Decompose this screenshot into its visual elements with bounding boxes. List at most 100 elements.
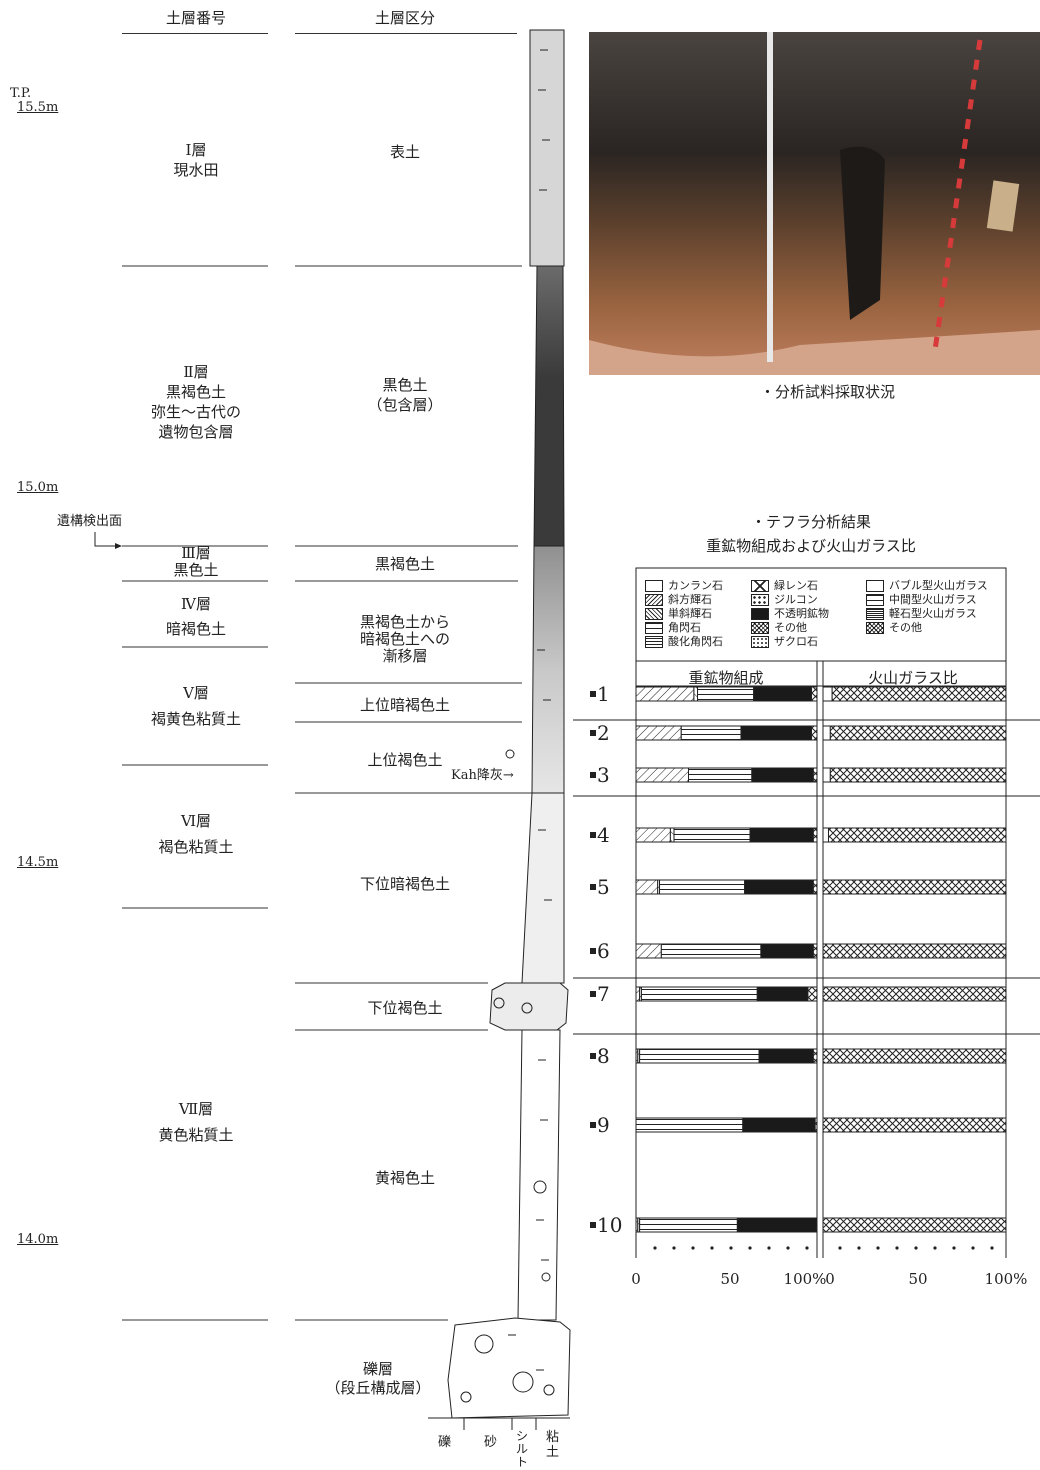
volcanic-glass-bar xyxy=(831,686,1007,702)
dot-mark xyxy=(805,1246,809,1250)
layer-division: 上位褐色土 xyxy=(367,751,443,769)
x-tick: 100% xyxy=(984,1270,1028,1288)
heavy-mineral-bar xyxy=(635,686,695,702)
legend-label: その他 xyxy=(889,621,922,634)
volcanic-glass-bar xyxy=(829,767,1007,783)
sample-marker xyxy=(590,772,596,778)
sample-marker xyxy=(590,1222,596,1228)
layer-division: 下位褐色土 xyxy=(367,999,443,1017)
grain-sand: 砂 xyxy=(484,1435,498,1450)
dot-mark xyxy=(653,1246,657,1250)
volcanic-glass-bar xyxy=(822,827,829,843)
layer-number: Ⅵ層 褐色粘質土 xyxy=(158,812,234,856)
layer-number: Ⅰ層 現水田 xyxy=(173,141,219,179)
layer-division: 黒褐色土 xyxy=(374,555,436,573)
heavy-mineral-bar xyxy=(736,1217,818,1233)
layer-division-header: 土層区分 xyxy=(374,9,436,27)
heavy-mineral-bar xyxy=(640,986,758,1002)
layer-division: 礫層 （段丘構成層） xyxy=(325,1360,431,1397)
sample-marker xyxy=(590,691,596,697)
legend-label: 角閃石 xyxy=(668,621,701,634)
legend-swatch xyxy=(751,622,769,634)
heavy-mineral-bar xyxy=(756,986,809,1002)
legend-label: その他 xyxy=(774,621,807,634)
layer-number: Ⅲ層 黒色土 xyxy=(173,544,219,579)
layer-division: 下位暗褐色土 xyxy=(359,875,451,893)
surface-label: 遺構検出面 xyxy=(57,514,123,529)
legend-label: ザクロ石 xyxy=(774,635,818,648)
layer-number-header: 土層番号 xyxy=(165,9,227,27)
layer-number: Ⅶ層 黄色粘質土 xyxy=(158,1100,234,1144)
sample-marker xyxy=(590,730,596,736)
legend-swatch xyxy=(751,636,769,648)
heavy-mineral-bar xyxy=(680,725,742,741)
sample-marker xyxy=(590,948,596,954)
heavy-mineral-bar xyxy=(758,1048,814,1064)
dot-mark xyxy=(767,1246,771,1250)
layer-number: Ⅳ層 暗褐色土 xyxy=(165,595,227,638)
legend-label: ジルコン xyxy=(774,593,818,606)
heavy-mineral-bar xyxy=(744,879,814,895)
legend-label: 中間型火山ガラス xyxy=(889,593,977,606)
heavy-mineral-bar xyxy=(740,725,813,741)
x-tick: 100% xyxy=(783,1270,827,1288)
heavy-mineral-bar xyxy=(639,1217,738,1233)
dot-mark xyxy=(786,1246,790,1250)
dot-mark xyxy=(876,1246,880,1250)
layer-division: 表土 xyxy=(389,143,421,161)
legend-label: カンラン石 xyxy=(668,579,723,592)
elevation-tick: 15.0m xyxy=(17,480,59,495)
volcanic-glass-title: 火山ガラス比 xyxy=(868,669,958,687)
legend-swatch xyxy=(866,608,884,620)
legend-swatch xyxy=(751,594,769,606)
heavy-mineral-bar xyxy=(635,879,659,895)
analysis-frame xyxy=(573,567,1040,1258)
legend-label: 不透明鉱物 xyxy=(774,607,829,620)
bars-layer xyxy=(635,686,1007,1233)
x-tick: 50 xyxy=(720,1270,740,1288)
legend-swatch xyxy=(866,594,884,606)
heavy-mineral-bar xyxy=(687,767,753,783)
heavy-mineral-bar xyxy=(635,767,689,783)
heavy-mineral-bar xyxy=(660,943,762,959)
sample-number: 1 xyxy=(597,682,610,706)
legend-swatch xyxy=(866,580,884,592)
photo-caption: ・分析試料採取状況 xyxy=(760,383,896,401)
legend-swatch xyxy=(645,594,663,606)
grain-gravel: 礫 xyxy=(438,1435,452,1450)
header-rule xyxy=(295,33,517,34)
layer-number: Ⅴ層 褐黄色粘質土 xyxy=(150,684,242,728)
dot-mark xyxy=(895,1246,899,1250)
volcanic-glass-bar xyxy=(822,1217,1007,1233)
legend-label: 緑レン石 xyxy=(774,579,818,592)
legend-label: バブル型火山ガラス xyxy=(889,579,988,592)
sampling-photo xyxy=(589,32,1040,375)
tp-label: T.P. xyxy=(10,86,32,101)
sample-marker xyxy=(590,1122,596,1128)
dot-mark xyxy=(838,1246,842,1250)
heavy-mineral-bar xyxy=(811,686,818,702)
heavy-mineral-bar xyxy=(639,1048,760,1064)
heavy-mineral-bar xyxy=(659,879,746,895)
volcanic-glass-bar xyxy=(822,1117,1007,1133)
legend-swatch xyxy=(645,608,663,620)
legend-swatch xyxy=(645,622,663,634)
x-tick: 50 xyxy=(908,1270,928,1288)
heavy-mineral-bar xyxy=(812,879,818,895)
dot-mark xyxy=(990,1246,994,1250)
heavy-mineral-bar xyxy=(697,686,755,702)
volcanic-glass-bar xyxy=(822,943,1007,959)
legend-label: 軽石型火山ガラス xyxy=(889,607,977,620)
header-rule xyxy=(122,33,268,34)
legend-swatch xyxy=(751,608,769,620)
heavy-mineral-bar xyxy=(760,943,814,959)
heavy-mineral-bar xyxy=(742,1117,816,1133)
heavy-mineral-bar xyxy=(812,943,818,959)
volcanic-glass-bar xyxy=(822,767,831,783)
sample-number: 4 xyxy=(597,823,610,847)
heavy-mineral-bar xyxy=(749,827,814,843)
analysis-title: ・テフラ分析結果 xyxy=(750,513,872,531)
sample-number: 8 xyxy=(597,1044,610,1068)
legend-swatch xyxy=(751,580,769,592)
